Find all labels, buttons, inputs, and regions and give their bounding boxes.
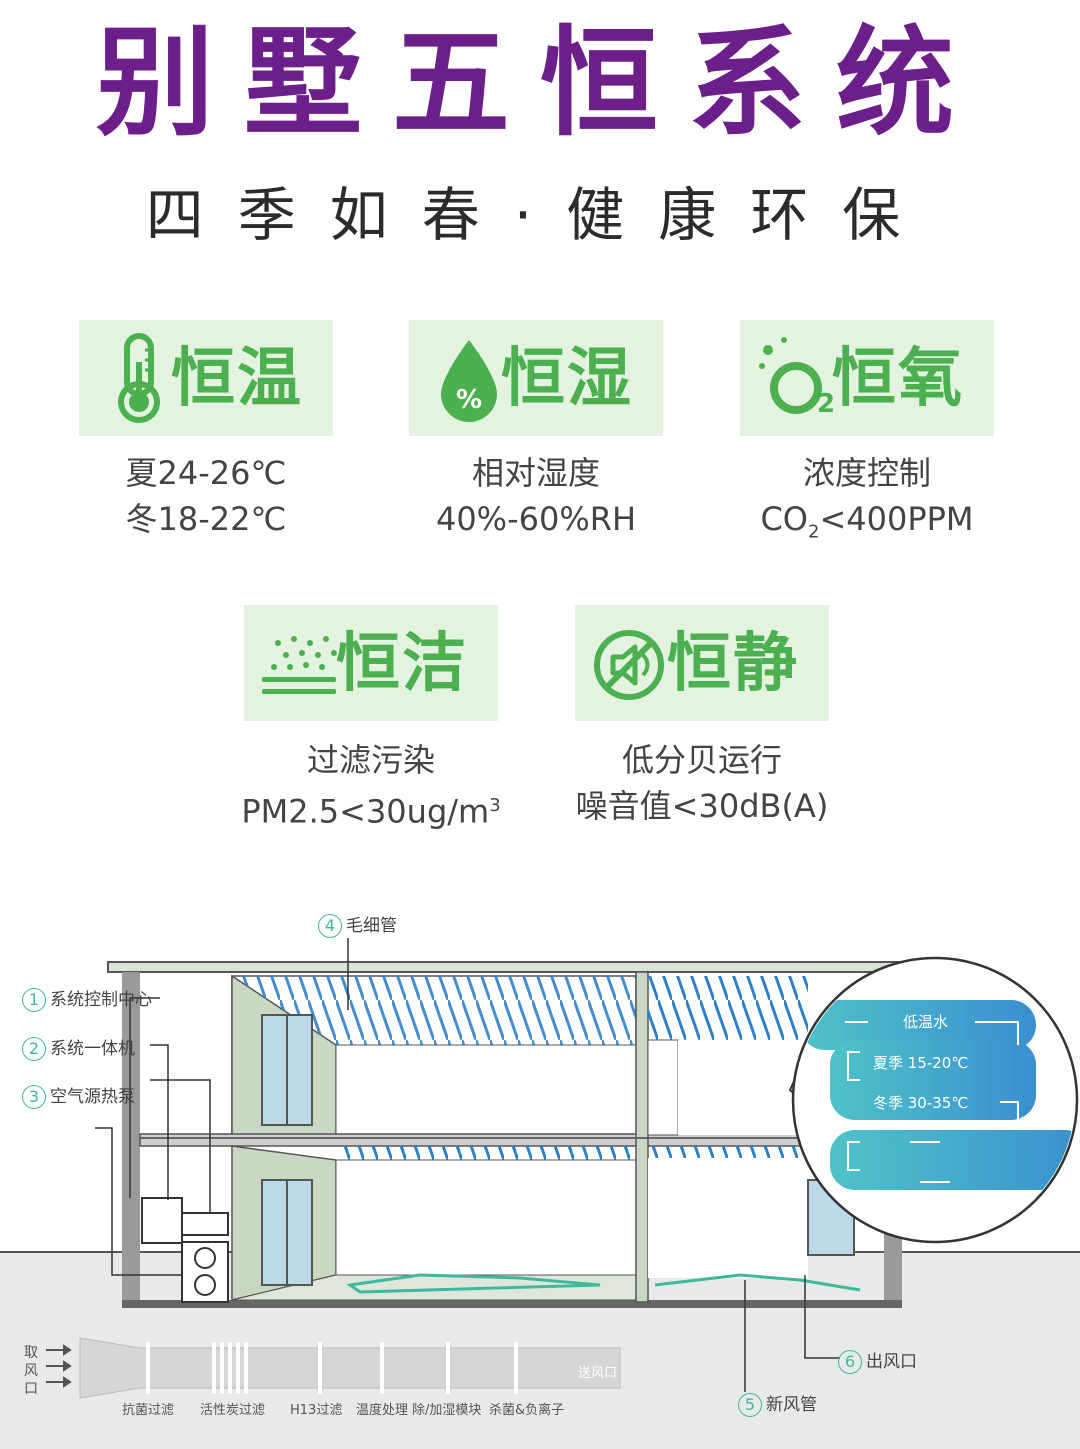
house-diagram: [0, 938, 1080, 1449]
feature-card-temperature: 恒温: [79, 320, 333, 436]
module-sterilize: 杀菌&负离子: [489, 1403, 565, 1418]
intake-label-3: 口: [24, 1381, 38, 1397]
desc-line: PM2.5<30ug/m3: [241, 792, 501, 831]
feature-card-clean: 恒洁: [244, 605, 498, 721]
supply-outlet-label: 送风口: [578, 1366, 618, 1381]
bubble-low-temp-water: 低温水: [903, 1013, 949, 1031]
integrated-unit: [181, 1212, 229, 1236]
water-drop-icon: %: [441, 340, 497, 422]
feature-name: 恒温: [171, 342, 303, 416]
middle-slab: [139, 1133, 901, 1147]
bubble-summer: 夏季 15-20℃: [873, 1054, 969, 1072]
desc-line: 40%-60%RH: [435, 500, 637, 538]
feature-name: 恒氧: [832, 342, 964, 416]
page-title: 别墅五恒系统: [95, 14, 984, 152]
desc-line: 冬18-22℃: [125, 500, 287, 538]
bubble-winter: 冬季 30-35℃: [873, 1094, 969, 1112]
feature-name: 恒静: [667, 627, 799, 701]
feature-card-oxygen: 2 恒氧: [740, 320, 994, 436]
svg-text:2: 2: [817, 389, 835, 419]
module-h13: H13过滤: [290, 1403, 343, 1418]
module-antibacterial: 抗菌过滤: [122, 1403, 175, 1418]
page-subtitle: 四季如春·健康环保: [145, 181, 935, 249]
module-temperature: 温度处理: [356, 1403, 409, 1418]
feature-card-humidity: % 恒湿: [409, 320, 663, 436]
dust-filter-icon: [262, 636, 337, 694]
feature-desc-humidity: 相对湿度 40%-60%RH: [386, 450, 686, 542]
module-humidity: 除/加湿模块: [412, 1403, 482, 1418]
feature-desc-temperature: 夏24-26℃ 冬18-22℃: [56, 450, 356, 542]
feature-name: 恒湿: [501, 342, 633, 416]
floor-slab: [122, 1300, 902, 1308]
module-carbon: 活性炭过滤: [200, 1403, 266, 1418]
feature-desc-clean: 过滤污染 PM2.5<30ug/m3: [221, 737, 521, 835]
feature-desc-oxygen: 浓度控制 CO2<400PPM: [717, 450, 1017, 555]
desc-line: 浓度控制: [802, 454, 931, 492]
desc-line: 夏24-26℃: [125, 454, 287, 492]
feature-name: 恒洁: [336, 627, 468, 701]
desc-line: 噪音值<30dB(A): [575, 787, 829, 825]
svg-text:%: %: [456, 385, 482, 415]
feature-desc-quiet: 低分贝运行 噪音值<30dB(A): [552, 737, 852, 829]
desc-line: 相对湿度: [471, 454, 600, 492]
left-wall: [122, 972, 140, 1307]
intake-label-1: 取: [24, 1345, 38, 1361]
roof-slab: [107, 961, 899, 973]
intake-label-2: 风: [24, 1363, 38, 1379]
control-center-device: [141, 1197, 183, 1244]
desc-line: 过滤污染: [306, 741, 435, 779]
feature-card-quiet: 恒静: [575, 605, 829, 721]
o2-icon: 2: [759, 337, 835, 419]
desc-line: CO2<400PPM: [760, 500, 974, 543]
heat-pump: [181, 1241, 229, 1303]
mute-icon: [594, 630, 664, 700]
thermometer-icon: [118, 333, 160, 423]
desc-line: 低分贝运行: [621, 741, 782, 779]
